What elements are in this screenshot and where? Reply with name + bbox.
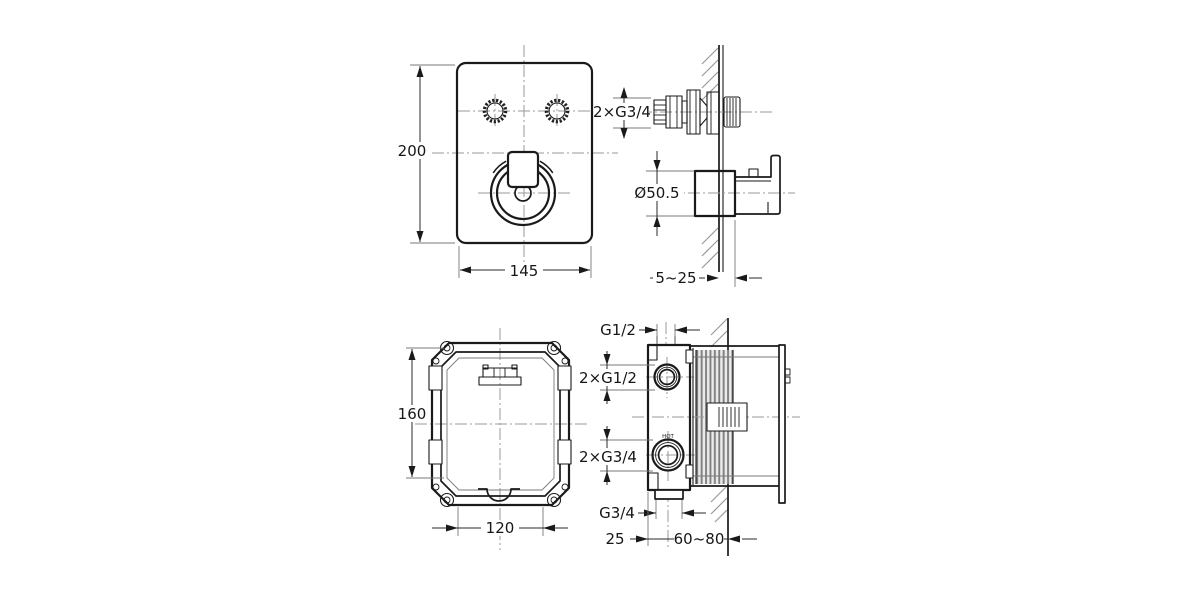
dimension-top-outlet: G1/2	[597, 321, 700, 344]
side-tabs	[428, 365, 572, 465]
dimension-knob-diameter: Ø50.5	[630, 151, 694, 236]
dimension-inlet-thread: 2×G3/4	[593, 87, 651, 139]
port-bottom-G34: HOT	[651, 434, 685, 472]
dimension-trim-width: 145	[458, 246, 592, 280]
view-trim-plate-front: 200 145	[394, 45, 618, 280]
push-button-right	[544, 98, 570, 124]
spindle-hub	[706, 402, 748, 432]
valve-cartridge	[653, 89, 741, 135]
lever-clip	[748, 168, 759, 178]
box-body-inner-line	[446, 357, 555, 491]
knob-side-profile	[693, 154, 781, 218]
box-body-outline	[440, 351, 561, 497]
cartridge-flange	[706, 91, 720, 135]
dim-label-200: 200	[398, 142, 427, 160]
dimension-bottom-outlet: G3/4	[596, 500, 706, 522]
dim-label-120: 120	[486, 519, 515, 537]
dim-label-wall-depth: 5~25	[655, 269, 696, 287]
dim-label-160: 160	[398, 405, 427, 423]
wall-hatching	[710, 318, 728, 523]
box-body	[646, 336, 694, 500]
dim-label-G12: G1/2	[600, 321, 636, 339]
hot-indicator-arc	[492, 160, 507, 174]
bottom-outlet-boss	[654, 489, 684, 500]
dimension-install-depth: 25 60~80	[601, 492, 757, 548]
dimension-box-height: 160	[394, 347, 444, 479]
box-mounting-plate	[430, 341, 571, 507]
view-box-side: HOT G1/2 2×G1/2	[579, 318, 800, 556]
shell-lines	[690, 345, 781, 487]
temperature-knob	[489, 150, 557, 227]
dim-label-25: 25	[605, 530, 624, 548]
bottom-notch	[478, 488, 520, 502]
view-trim-side: 2×G3/4 Ø50.5 5~25	[593, 45, 795, 287]
dim-label-2xG12: 2×G1/2	[579, 369, 637, 387]
view-box-front: 160 120	[394, 328, 588, 550]
dimension-box-width: 120	[432, 507, 568, 537]
trim-plate-outline	[455, 61, 594, 245]
trim-plate-edge	[778, 344, 791, 504]
dim-label-60-80: 60~80	[674, 530, 725, 548]
dim-label-2xG34: 2×G3/4	[579, 448, 637, 466]
dim-label-knob-diameter: Ø50.5	[634, 184, 679, 202]
dim-label-145: 145	[510, 262, 539, 280]
dimension-trim-height: 200	[394, 64, 455, 244]
push-button-left	[482, 98, 508, 124]
dim-label-2xG34-side: 2×G3/4	[593, 103, 651, 121]
wall-hatching	[701, 47, 719, 269]
hot-marking: HOT	[662, 434, 674, 440]
wall-line	[718, 45, 724, 272]
dimension-wall-depth: 5~25	[650, 220, 762, 287]
knurled-knob	[723, 96, 741, 128]
cold-indicator-arc	[539, 160, 554, 174]
dimension-side-outlets: 2×G1/2	[579, 351, 655, 404]
port-top-G12	[653, 363, 681, 391]
dimension-side-inlets: 2×G3/4	[579, 426, 653, 485]
dim-label-G34: G3/4	[599, 504, 635, 522]
knob-lever-tab	[506, 150, 540, 189]
top-bracket	[478, 364, 522, 386]
